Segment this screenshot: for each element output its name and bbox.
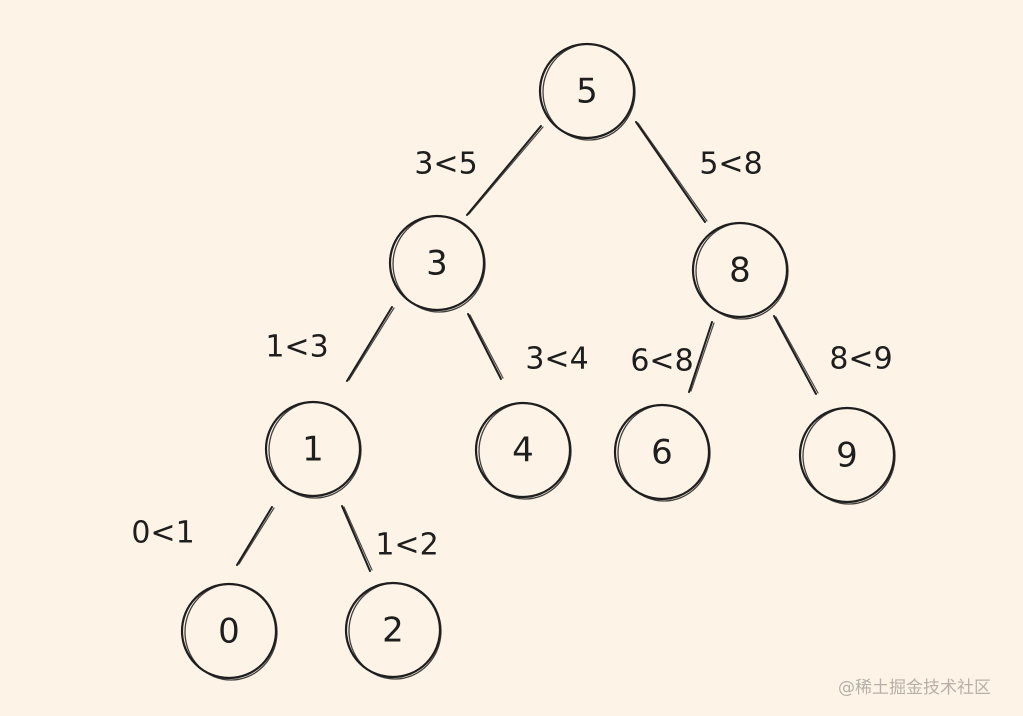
edge-label-n1-n0: 0<1 bbox=[131, 516, 194, 551]
edge-n8-n9 bbox=[773, 315, 819, 395]
tree-node-0: 0 bbox=[180, 582, 278, 681]
edge-n5-n8 bbox=[635, 121, 708, 223]
node-label-2: 2 bbox=[382, 611, 404, 651]
node-label-6: 6 bbox=[651, 433, 673, 473]
nodes-layer: 5 3 8 1 4 6 9 0 2 bbox=[180, 42, 896, 681]
edge-label-n3-n4: 3<4 bbox=[525, 342, 588, 377]
edge-n1-n0 bbox=[236, 506, 275, 566]
edge-n3-n1 bbox=[346, 306, 395, 382]
node-label-8: 8 bbox=[729, 251, 751, 291]
node-label-9: 9 bbox=[836, 436, 858, 476]
node-label-5: 5 bbox=[576, 72, 598, 112]
tree-node-8: 8 bbox=[691, 221, 789, 320]
edge-label-n1-n2: 1<2 bbox=[375, 528, 438, 563]
tree-node-6: 6 bbox=[613, 403, 711, 502]
edge-label-n3-n1: 1<3 bbox=[265, 330, 328, 365]
tree-node-2: 2 bbox=[344, 581, 442, 680]
edge-n1-n2 bbox=[341, 505, 373, 572]
tree-node-4: 4 bbox=[474, 401, 572, 500]
edge-n3-n4 bbox=[467, 313, 504, 380]
edges-layer bbox=[236, 121, 819, 572]
node-label-0: 0 bbox=[218, 612, 240, 652]
edge-label-n8-n6: 6<8 bbox=[630, 344, 693, 379]
node-label-3: 3 bbox=[426, 244, 448, 284]
edge-label-n5-n3: 3<5 bbox=[414, 147, 477, 182]
tree-node-1: 1 bbox=[264, 400, 362, 499]
tree-node-9: 9 bbox=[798, 406, 896, 505]
node-label-1: 1 bbox=[302, 430, 324, 470]
watermark: @稀土掘金技术社区 bbox=[838, 678, 991, 698]
tree-node-5: 5 bbox=[538, 42, 636, 141]
edge-labels-layer: 3<5 5<8 1<3 3<4 6<8 8<9 0<1 1<2 bbox=[131, 147, 892, 563]
tree-node-3: 3 bbox=[388, 214, 486, 313]
edge-label-n5-n8: 5<8 bbox=[699, 147, 762, 182]
edge-n5-n3 bbox=[466, 125, 544, 216]
node-label-4: 4 bbox=[512, 431, 534, 471]
edge-n8-n6 bbox=[688, 321, 715, 393]
edge-label-n8-n9: 8<9 bbox=[829, 342, 892, 377]
